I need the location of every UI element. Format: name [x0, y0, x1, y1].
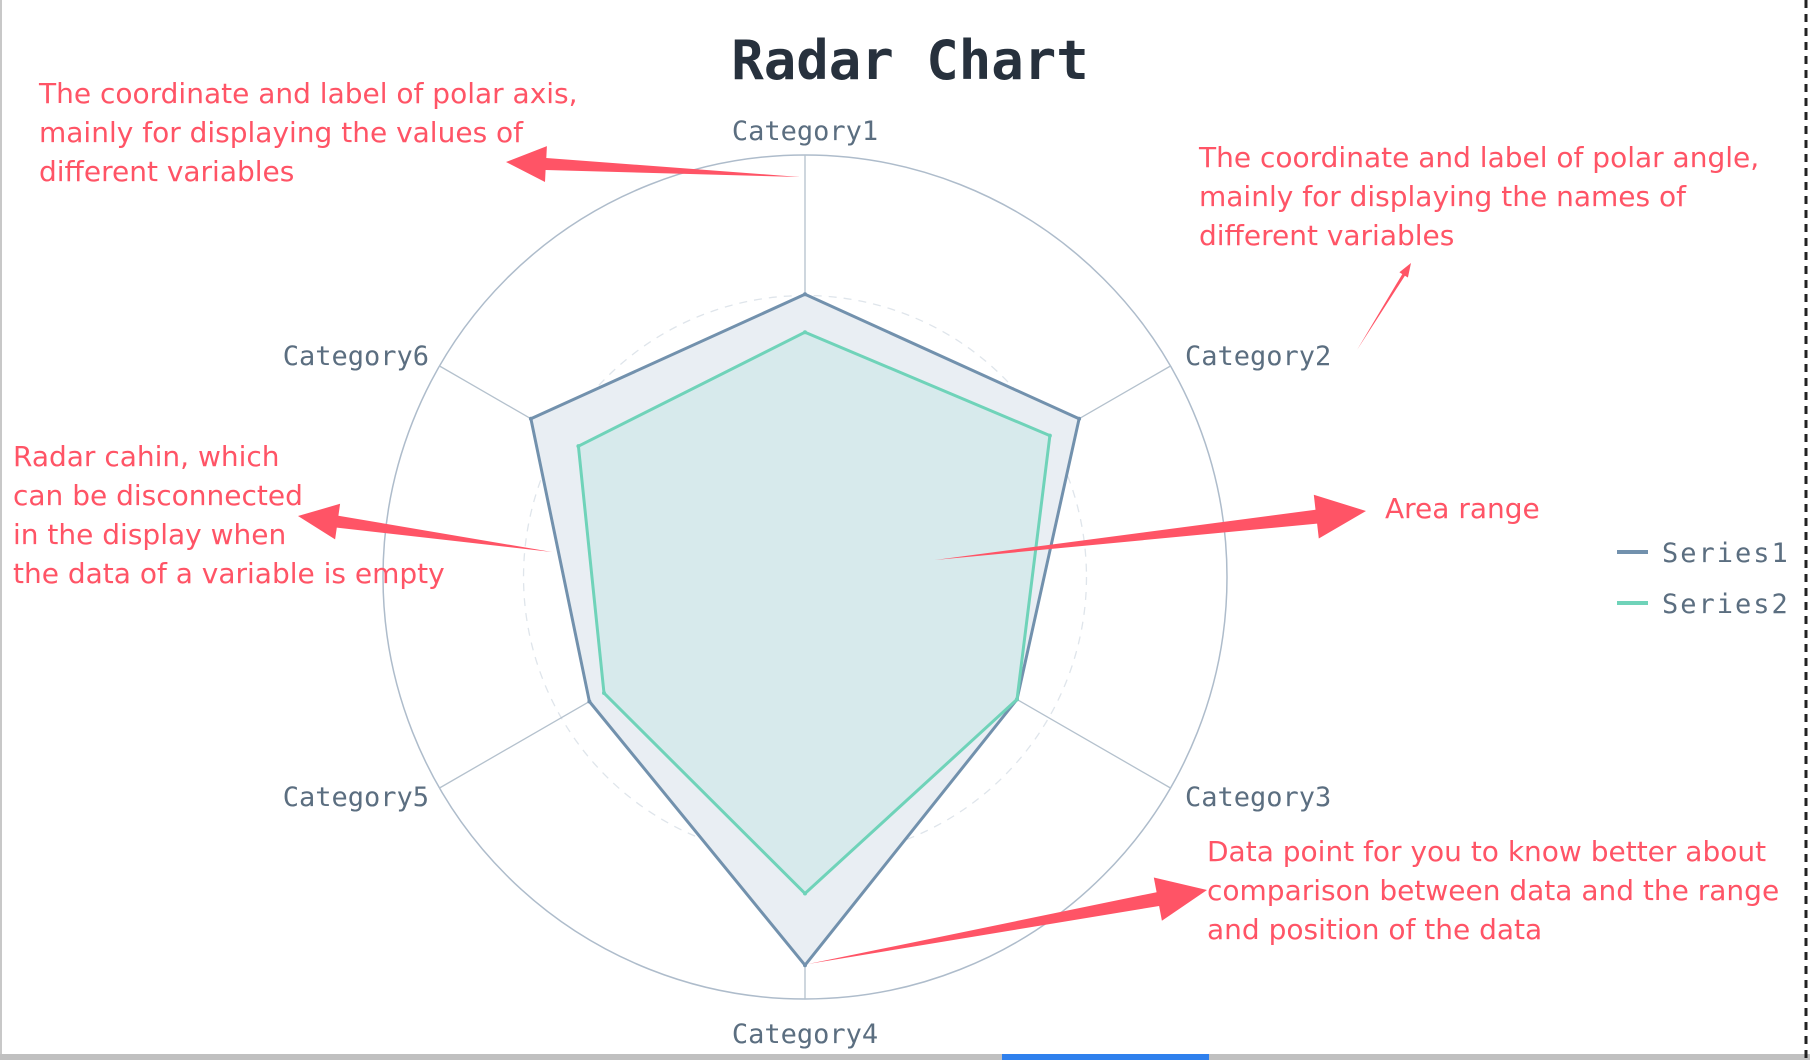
category-label: Category5 [283, 782, 429, 813]
data-point[interactable] [803, 963, 807, 968]
annotation-data-point: Data point for you to know better about … [1207, 835, 1788, 946]
category-label: Category1 [732, 116, 878, 147]
annotation-arrow [506, 146, 800, 182]
annotation-arrow [1357, 263, 1411, 350]
annotation-polar-angle: The coordinate and label of polar angle,… [1198, 141, 1768, 252]
chart-title: Radar Chart [731, 29, 1089, 92]
data-point[interactable] [1014, 697, 1019, 702]
annotation-area-range: Area range [1385, 492, 1540, 525]
annotation-radar-chain: Radar cahin, which can be disconnected i… [13, 440, 445, 590]
data-point[interactable] [803, 292, 807, 297]
legend-label-series2[interactable]: Series2 [1662, 589, 1790, 620]
data-point[interactable] [528, 416, 533, 421]
data-point[interactable] [1077, 416, 1082, 421]
left-border [0, 0, 2, 1060]
legend: Series1 Series2 [1617, 538, 1790, 620]
data-point[interactable] [803, 891, 807, 896]
annotation-arrow [298, 503, 552, 552]
annotation-arrow [808, 877, 1207, 964]
bottom-border [0, 1054, 1810, 1060]
annotation-polar-axis: The coordinate and label of polar axis, … [38, 77, 586, 188]
category-label: Category3 [1185, 782, 1331, 813]
data-point[interactable] [576, 444, 581, 449]
radar-series [528, 292, 1082, 968]
data-point[interactable] [587, 699, 592, 704]
category-label: Category4 [732, 1019, 878, 1050]
category-label: Category2 [1185, 341, 1331, 372]
legend-label-series1[interactable]: Series1 [1662, 538, 1790, 569]
scroll-indicator[interactable] [1002, 1054, 1209, 1060]
annotation-arrows [298, 146, 1411, 964]
data-point[interactable] [601, 691, 606, 696]
data-point[interactable] [803, 330, 807, 335]
series-area-series2 [578, 332, 1050, 894]
category-label: Category6 [283, 341, 429, 372]
data-point[interactable] [1047, 433, 1052, 438]
annotation-arrow [935, 494, 1366, 560]
